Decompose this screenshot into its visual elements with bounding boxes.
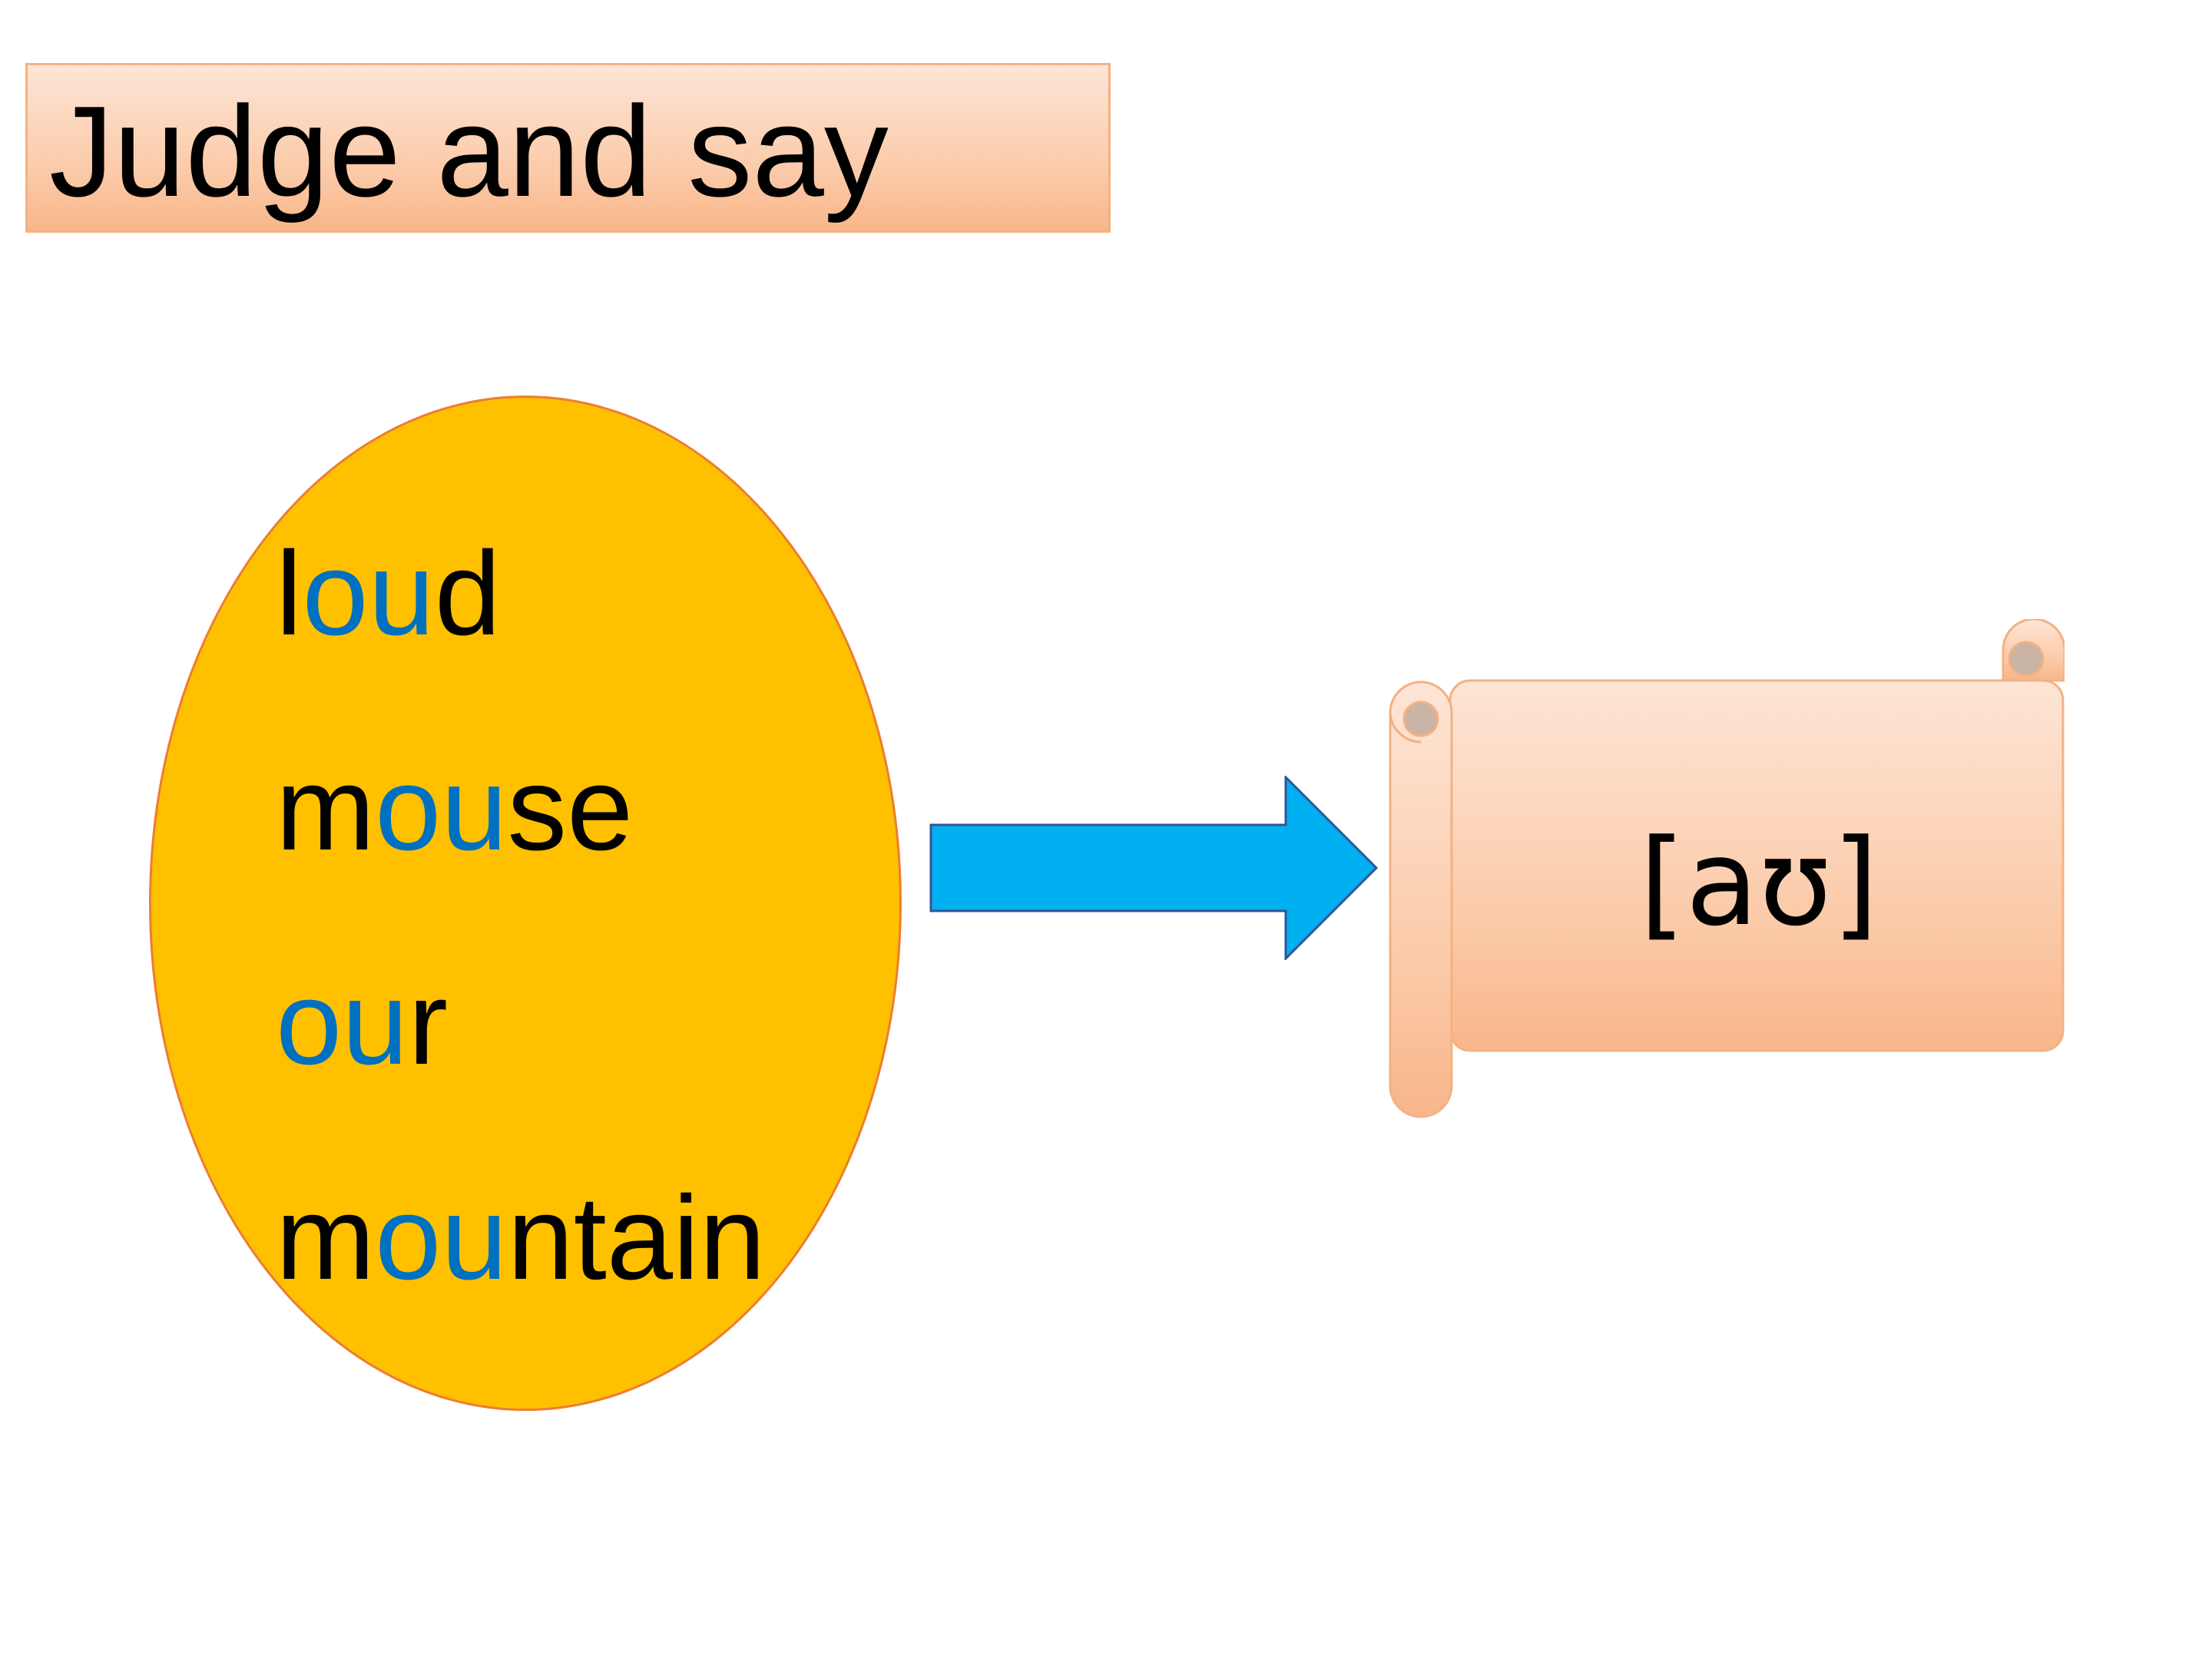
phonetic-symbol: [aʊ]: [1639, 813, 1879, 952]
word-mountain: mountain: [276, 1173, 766, 1303]
word-highlight: ou: [302, 527, 435, 660]
word-part: se: [507, 742, 634, 875]
word-part: r: [408, 956, 449, 1089]
word-our: our: [276, 958, 448, 1088]
word-loud: loud: [276, 528, 501, 659]
word-highlight: ou: [375, 742, 508, 875]
word-part: d: [434, 527, 502, 660]
word-part: l: [276, 527, 303, 660]
word-mouse: mouse: [276, 743, 633, 874]
title-banner: Judge and say: [25, 63, 1111, 233]
words-oval: [149, 396, 902, 1411]
word-part: m: [276, 1171, 376, 1304]
right-arrow-icon: [929, 776, 1378, 960]
scroll-banner: [1389, 619, 2065, 1118]
word-part: ntain: [507, 1171, 766, 1304]
word-highlight: ou: [375, 1171, 508, 1304]
word-highlight: ou: [276, 956, 409, 1089]
word-part: m: [276, 742, 376, 875]
slide-title: Judge and say: [49, 79, 889, 224]
